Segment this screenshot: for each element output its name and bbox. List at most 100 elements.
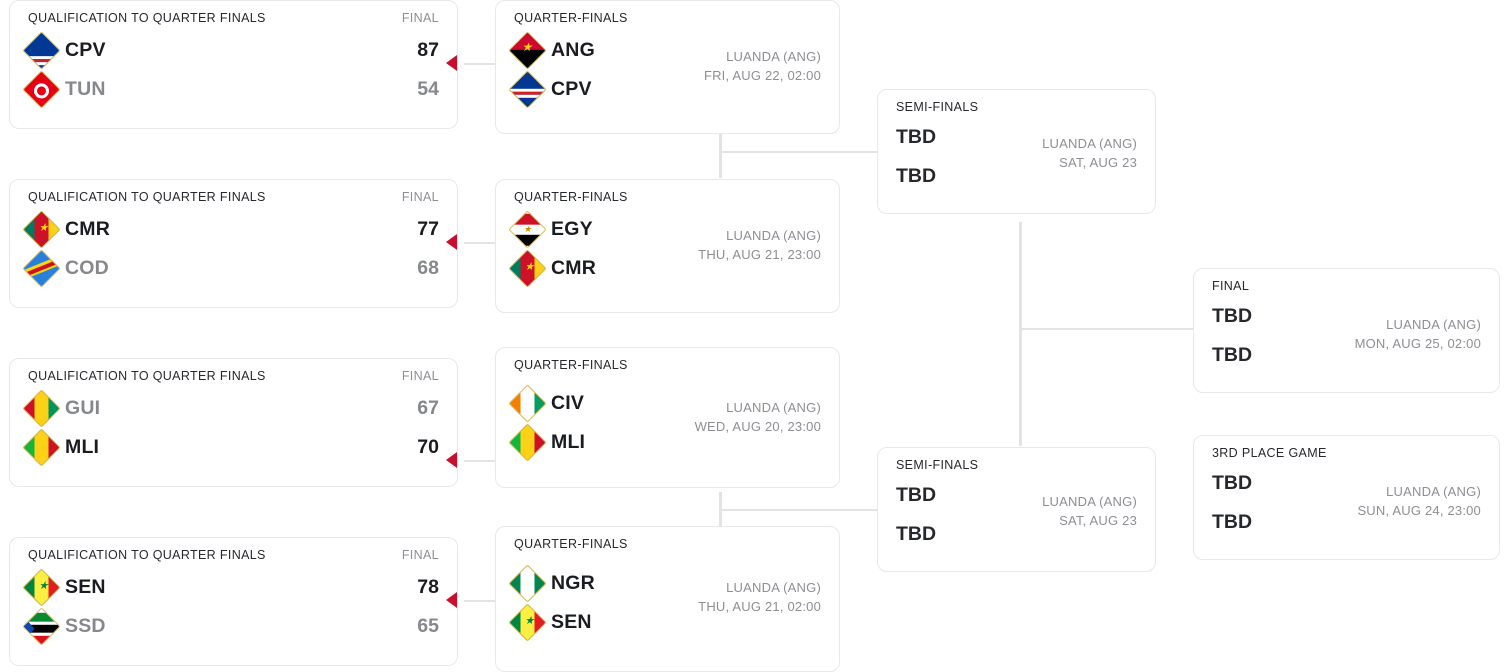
team-row[interactable]: ★ SEN 78 xyxy=(22,568,439,607)
team-rows: TBD TBD xyxy=(1212,464,1481,542)
team-row[interactable]: TBD xyxy=(896,118,1137,157)
venue: LUANDA (ANG) xyxy=(726,580,821,595)
semi-final-card-1[interactable]: SEMI-FINALS TBD TBD LUANDA (ANG) SAT, AU… xyxy=(877,89,1156,214)
status-badge: FINAL xyxy=(401,11,439,25)
team-row[interactable]: TBD xyxy=(896,515,1137,554)
team-rows: ★ CMR 77 COD xyxy=(22,210,439,288)
status-badge: FINAL xyxy=(401,369,439,383)
connector-qf-top-horizontal xyxy=(719,151,879,153)
flag-tunisia-icon xyxy=(22,70,61,109)
team-abbr: TUN xyxy=(65,78,106,100)
team-row[interactable]: TBD xyxy=(1212,464,1481,503)
team-rows: ★ EGY ★ CMR xyxy=(508,210,821,288)
team-abbr: CPV xyxy=(65,39,106,61)
team-abbr: CIV xyxy=(551,392,585,414)
quarter-final-card-3[interactable]: QUARTER-FINALS CIV xyxy=(495,347,840,488)
card-header: QUALIFICATION TO QUARTER FINALS FINAL xyxy=(28,548,439,562)
team-row[interactable]: ★ CMR 77 xyxy=(22,210,439,249)
team-score: 67 xyxy=(417,397,439,419)
team: ★ SEN xyxy=(508,603,592,642)
team-row[interactable]: ★ EGY xyxy=(508,210,821,249)
datetime: THU, AUG 21, 23:00 xyxy=(698,247,821,262)
qualification-game-card-4[interactable]: QUALIFICATION TO QUARTER FINALS FINAL ★ … xyxy=(9,537,458,666)
team-row[interactable]: TUN 54 xyxy=(22,70,439,109)
team-abbr: MLI xyxy=(65,436,100,458)
flag-cape-verde-icon xyxy=(22,31,61,70)
team-row[interactable]: CPV 87 xyxy=(22,31,439,70)
flag-south-sudan-icon xyxy=(22,607,61,646)
advance-arrow-icon xyxy=(446,592,457,608)
qualification-game-card-2[interactable]: QUALIFICATION TO QUARTER FINALS FINAL ★ … xyxy=(9,179,458,308)
team-rows: ★ ANG CPV xyxy=(508,31,821,109)
team-row[interactable]: TBD xyxy=(1212,297,1481,336)
team: TUN xyxy=(22,70,106,109)
team-abbr: TBD xyxy=(1212,344,1253,366)
team-row[interactable]: CPV xyxy=(508,70,821,109)
team-abbr: GUI xyxy=(65,397,101,419)
round-label: QUALIFICATION TO QUARTER FINALS xyxy=(28,548,266,562)
datetime: FRI, AUG 22, 02:00 xyxy=(703,68,821,83)
team-row[interactable]: SSD 65 xyxy=(22,607,439,646)
round-label: QUARTER-FINALS xyxy=(514,11,628,25)
card-header: QUARTER-FINALS xyxy=(514,11,821,25)
qualification-game-card-1[interactable]: QUALIFICATION TO QUARTER FINALS FINAL CP… xyxy=(9,0,458,129)
game-meta: LUANDA (ANG) THU, AUG 21, 02:00 xyxy=(698,578,821,616)
team-row[interactable]: MLI 70 xyxy=(22,428,439,467)
team-score: 54 xyxy=(417,78,439,100)
game-meta: LUANDA (ANG) SAT, AUG 23 xyxy=(1042,492,1137,530)
team-abbr: NGR xyxy=(551,572,595,594)
venue: LUANDA (ANG) xyxy=(1386,484,1481,499)
card-header: SEMI-FINALS xyxy=(896,458,1137,472)
final-card[interactable]: FINAL TBD TBD LUANDA (ANG) MON, AUG 25, … xyxy=(1193,268,1500,393)
team-row[interactable]: TBD xyxy=(1212,503,1481,542)
team-abbr: TBD xyxy=(896,523,937,545)
qualification-game-card-3[interactable]: QUALIFICATION TO QUARTER FINALS FINAL GU… xyxy=(9,358,458,487)
connector-qf-bottom-horizontal xyxy=(719,509,879,511)
team: SSD xyxy=(22,607,106,646)
team-rows: CPV 87 TUN 54 xyxy=(22,31,439,109)
team-row[interactable]: NGR xyxy=(508,564,821,603)
connector-qual-4 xyxy=(464,600,496,602)
team-row[interactable]: MLI xyxy=(508,423,821,462)
flag-dr-congo-icon xyxy=(22,249,61,288)
team-row[interactable]: COD 68 xyxy=(22,249,439,288)
team-score: 77 xyxy=(417,218,439,240)
third-place-card[interactable]: 3RD PLACE GAME TBD TBD LUANDA (ANG) SUN,… xyxy=(1193,435,1500,560)
team: NGR xyxy=(508,564,595,603)
team-row[interactable]: TBD xyxy=(1212,336,1481,375)
team-row[interactable]: TBD xyxy=(896,157,1137,196)
team-row[interactable]: GUI 67 xyxy=(22,389,439,428)
team-score: 87 xyxy=(417,39,439,61)
team-row[interactable]: CIV xyxy=(508,384,821,423)
quarter-final-card-1[interactable]: QUARTER-FINALS ★ ANG xyxy=(495,0,840,134)
team-abbr: SEN xyxy=(551,611,592,633)
team-score: 70 xyxy=(417,436,439,458)
team-row[interactable]: ★ CMR xyxy=(508,249,821,288)
team: ★ CMR xyxy=(508,249,596,288)
quarter-final-card-2[interactable]: QUARTER-FINALS ★ EGY xyxy=(495,179,840,313)
team-row[interactable]: ★ SEN xyxy=(508,603,821,642)
team-abbr: EGY xyxy=(551,218,593,240)
card-header: QUARTER-FINALS xyxy=(514,358,821,372)
team-row[interactable]: ★ ANG xyxy=(508,31,821,70)
round-label: QUARTER-FINALS xyxy=(514,190,628,204)
flag-cape-verde-icon xyxy=(508,70,547,109)
round-label: QUARTER-FINALS xyxy=(514,358,628,372)
venue: LUANDA (ANG) xyxy=(726,228,821,243)
card-header: FINAL xyxy=(1212,279,1481,293)
team: CPV xyxy=(22,31,106,70)
team-rows: GUI 67 MLI 70 xyxy=(22,389,439,467)
venue: LUANDA (ANG) xyxy=(726,400,821,415)
team-row[interactable]: TBD xyxy=(896,476,1137,515)
game-meta: LUANDA (ANG) SUN, AUG 24, 23:00 xyxy=(1357,482,1481,520)
team: MLI xyxy=(22,428,100,467)
semi-final-card-2[interactable]: SEMI-FINALS TBD TBD LUANDA (ANG) SAT, AU… xyxy=(877,447,1156,572)
team: ★ SEN xyxy=(22,568,106,607)
status-badge: FINAL xyxy=(401,548,439,562)
team-rows: TBD TBD xyxy=(1212,297,1481,375)
connector-qf-bottom-vertical xyxy=(719,492,722,536)
datetime: THU, AUG 21, 02:00 xyxy=(698,599,821,614)
connector-qual-1 xyxy=(464,63,496,65)
quarter-final-card-4[interactable]: QUARTER-FINALS NGR xyxy=(495,526,840,672)
